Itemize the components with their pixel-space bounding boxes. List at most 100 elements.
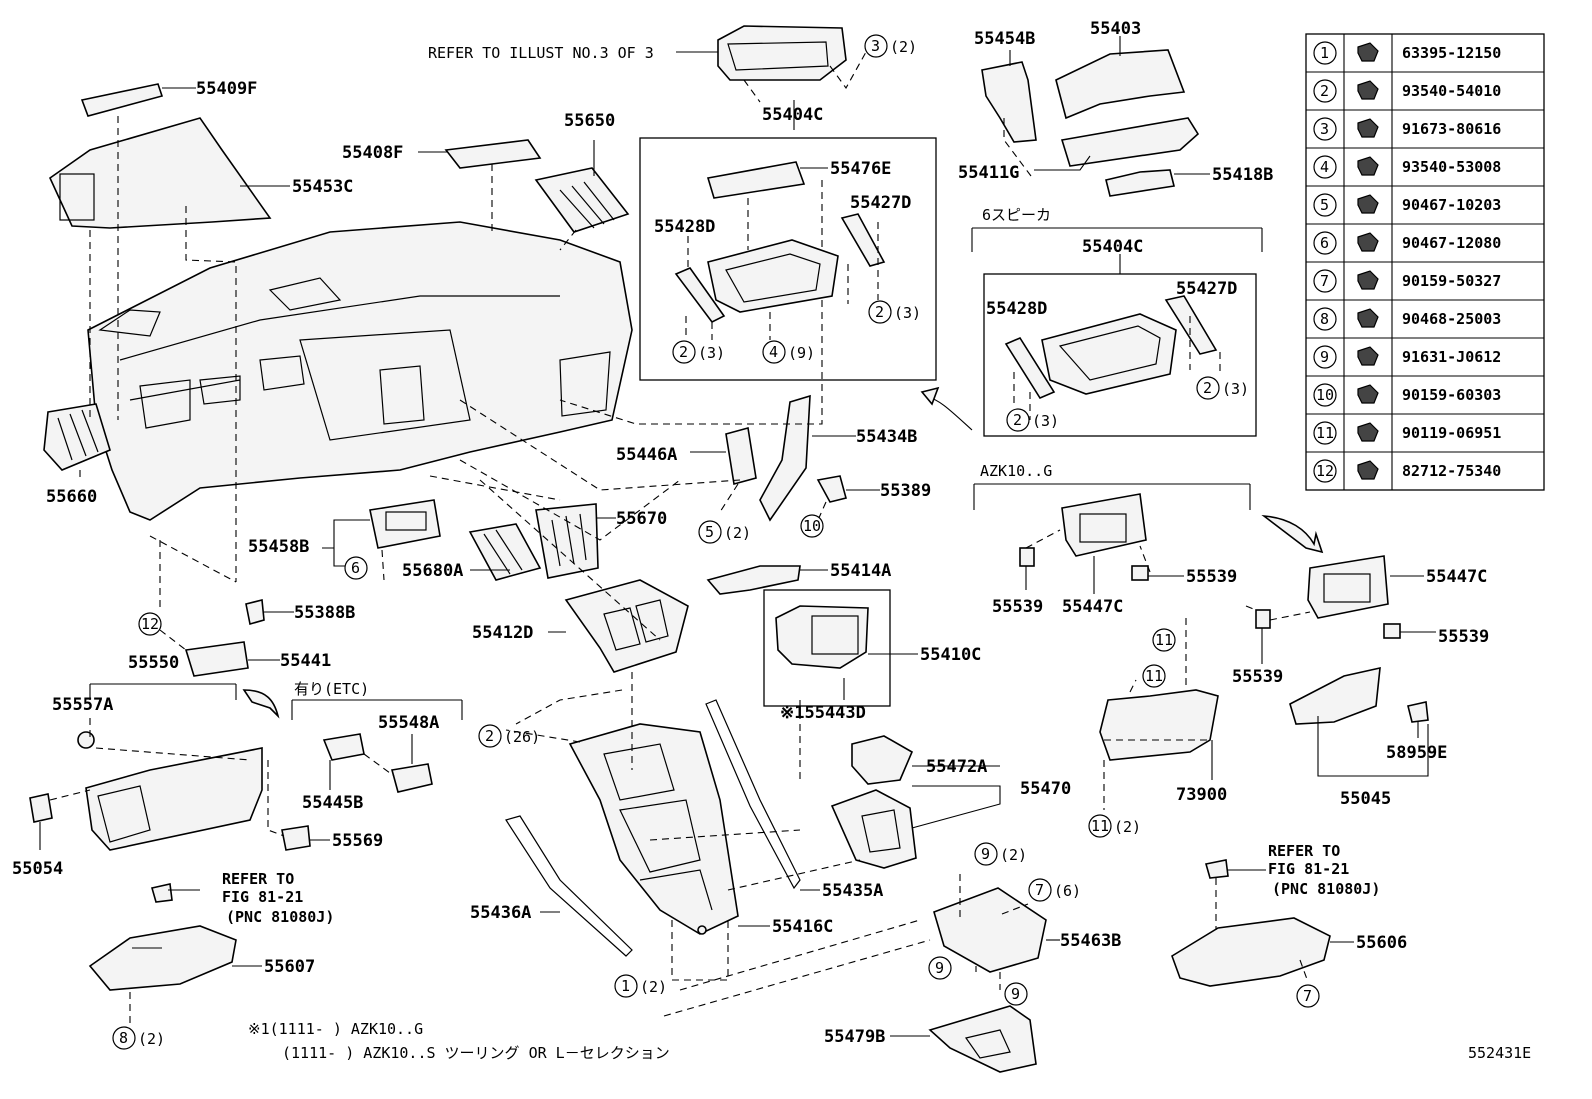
part-55414A-shape (706, 565, 801, 595)
part-fastener-1-near-55416C (697, 925, 707, 935)
label-55412D: 55412D (472, 623, 533, 643)
fastener-part-number: 91631-J0612 (1402, 348, 1501, 366)
callout-circle-12 (138, 612, 162, 636)
qty-c8_2: (2) (138, 1030, 165, 1048)
part-55412D-shape (564, 579, 689, 673)
qty-c2_3c: (3) (1032, 412, 1059, 430)
note-refer-fig-left-2: FIG 81-21 (222, 888, 303, 906)
part-55408F-shape (444, 139, 542, 169)
part-55539-d-shape (1255, 609, 1271, 629)
part-55458B-switches (385, 511, 427, 531)
fastener-number: 11 (1316, 424, 1334, 442)
label-55539-b: 55539 (1186, 567, 1237, 587)
qty-c2_3b: (3) (894, 304, 921, 322)
fastener-clip-icon (1357, 232, 1379, 252)
fastener-number: 5 (1320, 196, 1329, 214)
label-55454B: 55454B (974, 29, 1035, 49)
fastener-number-circle (1313, 459, 1337, 483)
fastener-row-1: 1 63395-12150 (1313, 41, 1501, 65)
part-55054-shape (29, 793, 53, 823)
label-55434B: 55434B (856, 427, 917, 447)
label-55410C: 55410C (920, 645, 981, 665)
label-55650: 55650 (564, 111, 615, 131)
callout-circle-1 (614, 974, 638, 998)
part-55436A-shape (505, 815, 633, 957)
part-55404C-frame-inner (725, 253, 821, 303)
label-55458B: 55458B (248, 537, 309, 557)
fastener-clip-icon (1357, 422, 1379, 442)
callout-circle-5 (698, 520, 722, 544)
callout-circle-2-e (478, 724, 502, 748)
part-55435A-shape (705, 699, 801, 890)
svg-text:1: 1 (621, 977, 630, 995)
label-73900: 73900 (1176, 785, 1227, 805)
fastener-clip-icon (1357, 156, 1379, 176)
fastener-number-circle (1313, 155, 1337, 179)
label-55428D-b: 55428D (986, 299, 1047, 319)
label-55443D: ※155443D (780, 703, 866, 723)
part-55045-shape (1289, 666, 1381, 725)
fastener-clip-icon (1357, 384, 1379, 404)
qty-c2_3d: (3) (1222, 380, 1249, 398)
dashboard-frame (87, 221, 633, 521)
svg-text:12: 12 (141, 615, 159, 633)
fastener-clip-icon (1357, 308, 1379, 328)
callout-circle-3-top (864, 34, 888, 58)
label-55414A: 55414A (830, 561, 891, 581)
callout-circle-9-c (1004, 982, 1028, 1006)
label-55447C-b: 55447C (1426, 567, 1487, 587)
label-55428D-a: 55428D (654, 217, 715, 237)
part-55427D-b-shape (1164, 295, 1218, 355)
part-55404C-b-frame (1041, 313, 1177, 395)
label-55409F: 55409F (196, 79, 257, 99)
fastener-number: 7 (1320, 272, 1329, 290)
label-55550: 55550 (128, 653, 179, 673)
label-55607: 55607 (264, 957, 315, 977)
fastener-clip-icon (1357, 346, 1379, 366)
part-55650-slats (559, 181, 615, 229)
callout-circle-2-b (868, 300, 892, 324)
fastener-part-number: 93540-53008 (1402, 158, 1501, 176)
svg-text:8: 8 (119, 1029, 128, 1047)
svg-text:10: 10 (803, 517, 821, 535)
fastener-part-number: 91673-80616 (1402, 120, 1501, 138)
part-labels: 55409F 55453C 55408F 55650 55660 55404C … (12, 19, 1489, 1047)
fastener-part-number: 90119-06951 (1402, 424, 1501, 442)
fastener-part-number: 90159-50327 (1402, 272, 1501, 290)
label-55479B: 55479B (824, 1027, 885, 1047)
part-55680A-shape (468, 523, 542, 581)
fastener-number: 3 (1320, 120, 1329, 138)
svg-text:9: 9 (1011, 985, 1020, 1003)
qty-c2_3a: (3) (698, 344, 725, 362)
label-55680A: 55680A (402, 561, 463, 581)
part-58959E-shape (1407, 701, 1429, 723)
fastener-number: 1 (1320, 44, 1329, 62)
qty-c4_9: (9) (788, 344, 815, 362)
label-55441: 55441 (280, 651, 331, 671)
qty-c3_2: (2) (890, 38, 917, 56)
callout-circle-8 (112, 1026, 136, 1050)
qty-c11_2: (2) (1114, 818, 1141, 836)
part-55650-shape (534, 167, 630, 233)
callout-circle-9-b (928, 956, 952, 980)
part-55447C-b-buttons (1323, 573, 1371, 603)
part-55416C-details (603, 743, 713, 911)
fastener-row-7: 7 90159-50327 (1306, 261, 1544, 293)
fastener-number: 2 (1320, 82, 1329, 100)
part-55458B-shape (369, 499, 441, 549)
part-55410C-shape (775, 605, 869, 669)
label-55435A: 55435A (822, 881, 883, 901)
callout-circle-4 (762, 340, 786, 364)
fastener-part-number: 63395-12150 (1402, 44, 1501, 62)
label-55557A: 55557A (52, 695, 113, 715)
part-55412D-openings (603, 599, 669, 651)
part-55428D-b-shape (1004, 336, 1056, 400)
part-55453C-shape (48, 117, 272, 229)
part-55454B-shape (981, 61, 1037, 143)
svg-text:4: 4 (769, 343, 778, 361)
